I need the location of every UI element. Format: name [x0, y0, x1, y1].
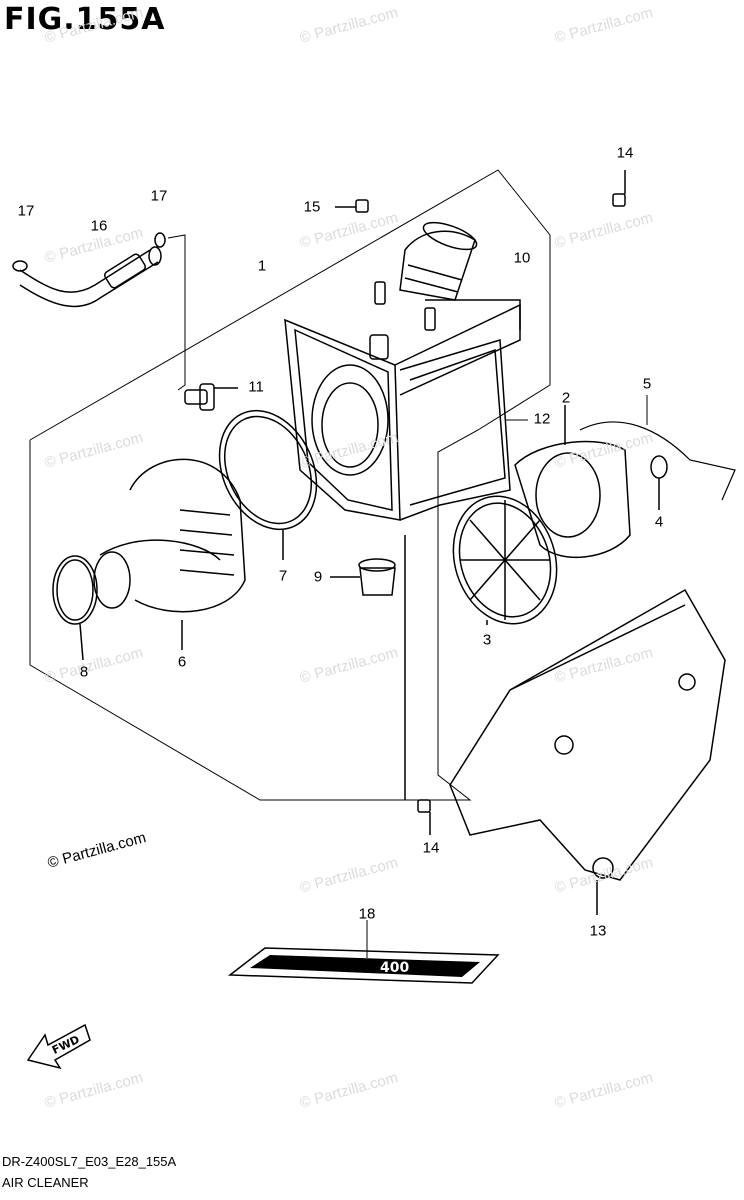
callout-15: 15 — [303, 198, 321, 216]
callout-17: 17 — [17, 202, 35, 220]
callout-5: 5 — [642, 375, 652, 393]
clamp-17-right — [154, 232, 166, 248]
air-cleaner-case-1 — [284, 281, 521, 521]
callout-13: 13 — [589, 922, 607, 940]
intake-funnel-6 — [93, 458, 246, 650]
callout-11: 11 — [248, 378, 264, 396]
assembly-boundary — [29, 169, 551, 801]
bolt-14-bottom — [404, 535, 431, 835]
filter-element-2 — [514, 405, 631, 558]
callout-1: 1 — [257, 257, 267, 275]
figure-caption: AIR CLEANER — [2, 1175, 89, 1190]
callout-14: 14 — [422, 839, 440, 857]
decal-text: 400 — [380, 960, 409, 976]
callout-16: 16 — [90, 217, 108, 235]
bolt-14-top — [612, 170, 626, 207]
wire-5 — [579, 421, 736, 501]
callout-6: 6 — [177, 653, 187, 671]
callout-18: 18 — [358, 905, 376, 923]
forward-arrow-icon: FWD — [26, 1023, 91, 1070]
gasket-7 — [218, 409, 318, 560]
callout-10: 10 — [513, 249, 531, 267]
filter-cage-3 — [452, 495, 558, 625]
callout-14: 14 — [616, 144, 634, 162]
callout-17: 17 — [150, 187, 168, 205]
callout-9: 9 — [313, 568, 323, 586]
hose-16 — [19, 246, 162, 308]
clamp-8 — [52, 555, 98, 661]
side-cover-13 — [449, 588, 726, 915]
fitting-11 — [184, 383, 238, 411]
callout-4: 4 — [654, 513, 664, 531]
figure-title: FIG.155A — [4, 2, 166, 37]
callout-7: 7 — [278, 567, 288, 585]
washer-4 — [650, 455, 668, 510]
callout-8: 8 — [79, 663, 89, 681]
callout-12: 12 — [533, 410, 551, 428]
clamp-17-left — [12, 260, 28, 272]
callout-3: 3 — [482, 631, 492, 649]
bolt-15 — [335, 199, 369, 213]
callout-2: 2 — [561, 389, 571, 407]
grommet-9 — [330, 558, 396, 596]
decal-18: 400 — [227, 920, 500, 984]
intake-boot-10 — [399, 221, 478, 301]
hose-group-bracket — [167, 234, 186, 391]
drawing-code: DR-Z400SL7_E03_E28_155A — [2, 1154, 177, 1169]
